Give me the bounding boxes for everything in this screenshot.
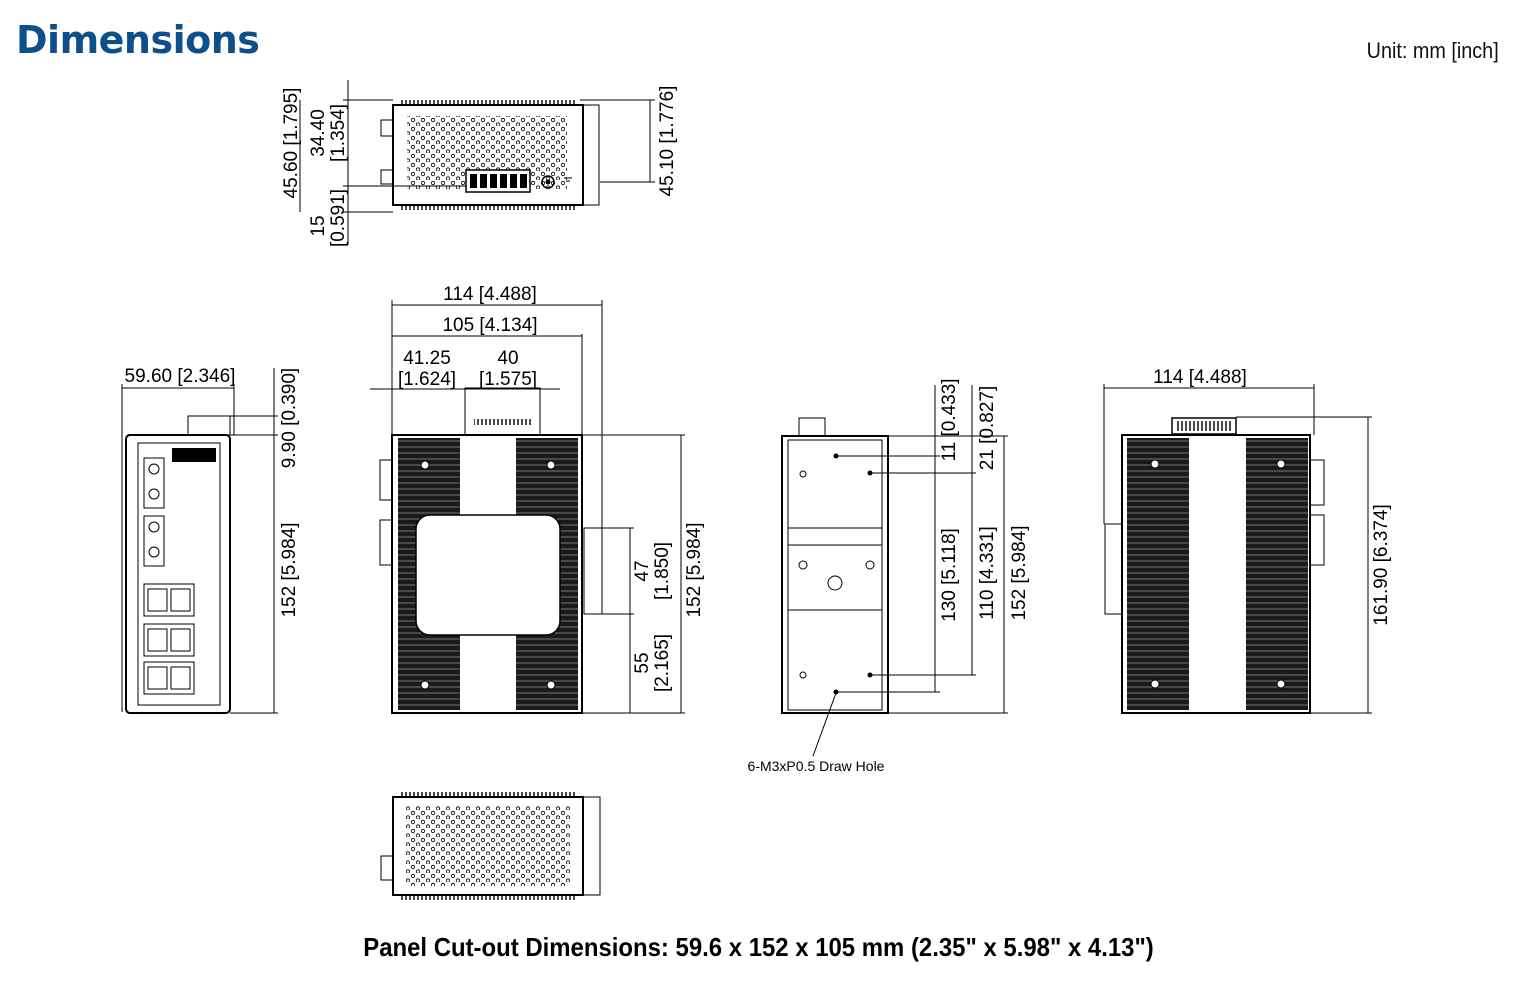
top-view-tab	[380, 119, 394, 137]
draw-hole-label: 6-M3xP0.5 Draw Hole	[748, 758, 885, 774]
dim-15: 15	[308, 215, 329, 236]
rear-view-body	[781, 435, 889, 714]
top-view-teeth-lower	[400, 204, 576, 210]
dim-105: 105 [4.134]	[442, 315, 537, 336]
rj45-ports	[143, 583, 195, 695]
unit-label: Unit: mm [inch]	[1366, 38, 1499, 63]
dim-9-90: 9.90 [0.390]	[279, 368, 300, 468]
dim-59-60: 59.60 [2.346]	[125, 366, 236, 387]
side-label-area	[415, 514, 561, 636]
dim-114-right: 114 [4.488]	[1153, 367, 1247, 388]
right-fins-left	[1127, 438, 1189, 710]
dim-41-25-inch: [1.624]	[398, 369, 456, 390]
dim-47-inch: [1.850]	[652, 542, 673, 600]
bottom-vent-holes	[406, 806, 570, 886]
dim-21: 21 [0.827]	[977, 386, 998, 471]
dim-45-10: 45.10 [1.776]	[657, 86, 678, 197]
dim-114-side: 114 [4.488]	[443, 284, 537, 305]
dim-152-front: 152 [5.984]	[279, 522, 300, 617]
side-view: 114 [4.488] 105 [4.134] 41.25 [1.624] 40…	[370, 284, 705, 714]
right-din-clip	[1104, 523, 1123, 615]
right-view: 114 [4.488] 161.90 [6.374]	[1103, 367, 1392, 714]
mount-center-hole	[827, 575, 843, 591]
rear-view: 11 [0.433] 21 [0.827] 130 [5.118] 110 [4…	[748, 378, 1030, 774]
ground-screw	[541, 175, 555, 189]
dim-40-inch: [1.575]	[479, 369, 537, 390]
right-fins-right	[1246, 438, 1308, 710]
dim-34-40: 34.40	[308, 109, 329, 157]
side-terminal	[464, 387, 541, 436]
dim-152-rear: 152 [5.984]	[1009, 525, 1030, 620]
front-view-terminal	[187, 415, 231, 436]
front-view: 59.60 [2.346] 9.90 [0.390] 152 [5.984]	[121, 366, 300, 714]
bottom-view	[380, 792, 601, 900]
dim-11: 11 [0.433]	[939, 378, 960, 461]
top-view-rail-clip	[582, 104, 600, 206]
din-rail-clip	[583, 527, 603, 615]
fiber-ports	[143, 457, 165, 567]
ground-screw-center	[545, 179, 551, 185]
bottom-rail-clip	[582, 796, 601, 896]
front-logo-label	[172, 448, 216, 462]
terminal-screws	[470, 174, 527, 188]
dim-41-25: 41.25	[403, 348, 451, 369]
dim-45-60: 45.60 [1.795]	[281, 88, 302, 199]
dim-55-inch: [2.165]	[652, 634, 673, 692]
dim-152-side: 152 [5.984]	[684, 522, 705, 617]
top-view-tab-lower	[380, 169, 394, 185]
din-rail-mount	[787, 527, 883, 611]
dim-130: 130 [5.118]	[939, 528, 960, 622]
dim-110: 110 [4.331]	[977, 526, 998, 620]
front-panel	[137, 442, 221, 706]
dim-47: 47	[632, 560, 653, 581]
panel-cutout-dimensions: Panel Cut-out Dimensions: 59.6 x 152 x 1…	[363, 932, 1154, 962]
dim-40: 40	[497, 348, 518, 369]
dim-55: 55	[632, 652, 653, 673]
dim-34-40-inch: [1.354]	[328, 104, 349, 162]
top-view-teeth-upper	[400, 100, 576, 106]
dim-161-90: 161.90 [6.374]	[1371, 504, 1392, 626]
dim-15-inch: [0.591]	[328, 189, 349, 247]
top-view: 45.60 [1.795] 34.40 [1.354] 15 [0.591] 4…	[281, 80, 678, 247]
page-title: Dimensions	[16, 18, 260, 62]
front-view-body	[125, 434, 231, 714]
